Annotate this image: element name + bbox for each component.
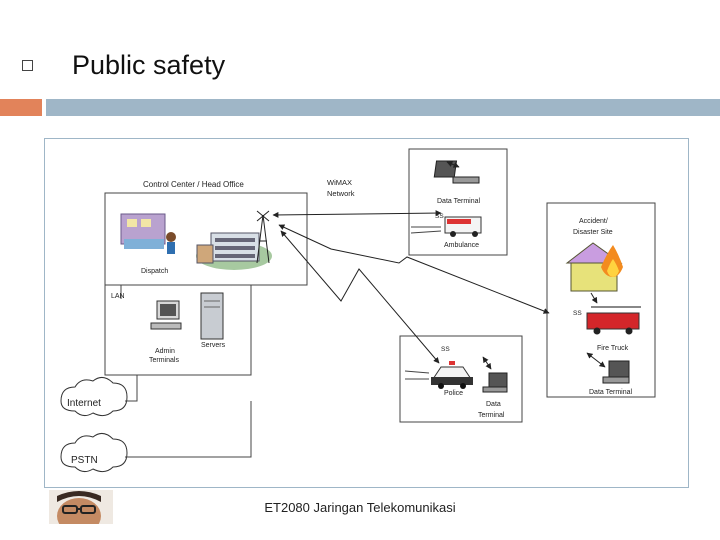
diagram-frame: Control Center / Head Office LAN Dispatc…: [44, 138, 689, 488]
bullet-icon: [22, 60, 33, 71]
head-office-building: [196, 232, 272, 270]
police-box: [399, 335, 523, 423]
admin-label-1: Admin: [155, 348, 175, 355]
wimax-tower: [256, 210, 270, 264]
ambulance-ss-label: SS: [435, 213, 444, 220]
presenter-photo: [49, 490, 113, 524]
network-diagram: Control Center / Head Office LAN Dispatc…: [60, 148, 656, 473]
internet-cloud: [60, 377, 128, 417]
police-ss-label: SS: [441, 346, 450, 353]
server-icon: [200, 292, 224, 340]
ambulance-data-terminal-label: Data Terminal: [437, 198, 481, 205]
ambulance-icon: [444, 216, 482, 237]
header-accent-bar: [0, 99, 42, 116]
laptop-icon: [482, 372, 508, 393]
wimax-label-1: WiMAX: [327, 178, 352, 187]
accident-title-1: Accident/: [579, 218, 608, 225]
dispatch-illustration: [120, 213, 176, 254]
header-bar: [46, 99, 720, 116]
lan-label: LAN: [111, 293, 125, 300]
dispatch-label: Dispatch: [141, 268, 168, 275]
wimax-label-2: Network: [327, 189, 355, 198]
police-data-terminal-label-1: Data: [486, 401, 501, 408]
slide-footer: ET2080 Jaringan Telekomunikasi: [264, 500, 456, 515]
pstn-label: PSTN: [71, 455, 98, 466]
accident-title-2: Disaster Site: [573, 229, 613, 236]
laptop-icon: [433, 160, 480, 184]
admin-label-2: Terminals: [149, 357, 179, 364]
fire-truck-icon: [586, 306, 641, 335]
police-car-icon: [431, 361, 473, 389]
ambulance-label: Ambulance: [444, 242, 479, 249]
wireless-links: [272, 161, 606, 370]
control-center-label: Control Center / Head Office: [143, 180, 244, 189]
accident-data-terminal-label: Data Terminal: [589, 389, 633, 396]
police-label: Police: [444, 390, 463, 397]
fire-truck-label: Fire Truck: [597, 345, 629, 352]
servers-label: Servers: [201, 342, 226, 349]
admin-terminal-icon: [150, 300, 182, 330]
internet-label: Internet: [67, 398, 101, 409]
slide-title: Public safety: [72, 50, 226, 80]
accident-ss-label: SS: [573, 310, 582, 317]
burning-house-icon: [565, 242, 623, 292]
laptop-icon: [602, 360, 630, 384]
police-data-terminal-label-2: Terminal: [478, 412, 505, 419]
pstn-cloud: [60, 433, 128, 473]
